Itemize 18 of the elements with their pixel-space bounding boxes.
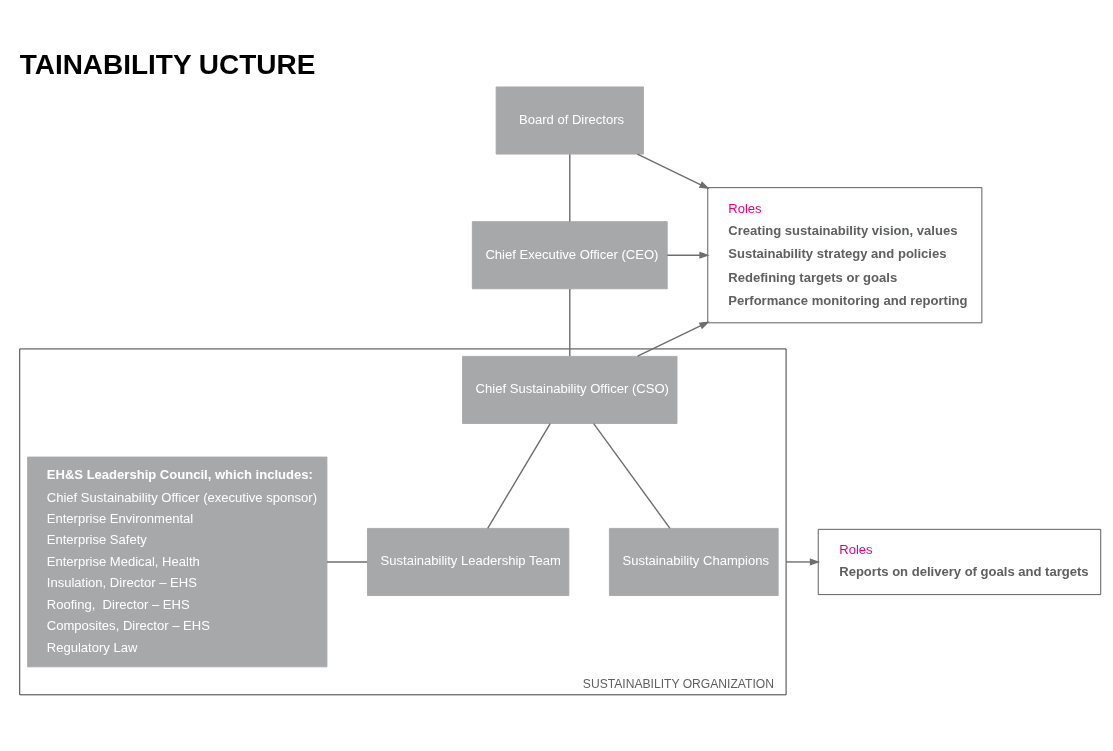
arrow [636,153,710,189]
connector [593,423,671,530]
diagram-title: TAINABILITY UCTURE [19,48,316,80]
arrow [666,251,710,259]
connector [569,153,571,223]
arrow [785,558,821,566]
connector [569,288,571,357]
node-box: Board of Directors [495,86,644,155]
node-box: EH&S Leadership Council, which includes: Chief Sustainability Officer (executive sponsor) Enterprise Environmental Enterprise Safety Enterprise Medical, Health Insulation, Director – EHS Roofing, Director – EHS Composites, Director – EHS Regulatory Law [27,456,328,668]
node-box: Roles Reports on delivery of goals and targets [817,528,1102,596]
node-box: Sustainability Champions [608,527,779,596]
arrow [636,321,710,357]
node-box: Roles Creating sustainability vision, values Sustainability strategy and policies Redefining targets or goals Performance monitoring and reporting [707,187,983,324]
node-box: Sustainability Leadership Team [367,527,570,596]
connector [487,423,551,530]
node-box: Chief Sustainability Officer (CSO) [462,355,678,424]
connector [326,561,368,563]
node-box: Chief Executive Officer (CEO) [471,221,668,290]
